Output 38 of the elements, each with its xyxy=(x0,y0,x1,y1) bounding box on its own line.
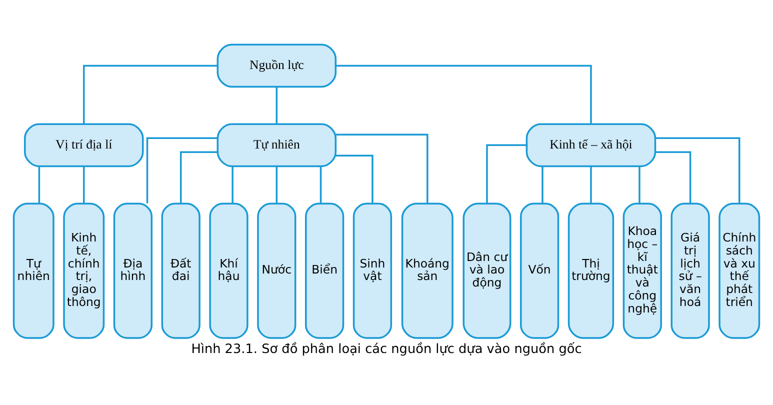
connector xyxy=(486,144,527,204)
node-box: Vốn xyxy=(520,202,560,338)
node-box: Đất đai xyxy=(161,202,200,338)
connector xyxy=(276,86,278,124)
connector xyxy=(232,166,234,203)
node-box: Tự nhiên xyxy=(216,122,337,167)
connector xyxy=(656,136,740,203)
connector xyxy=(590,166,592,203)
node-box: Khoa học – kĩ thuật và công nghệ xyxy=(622,202,662,338)
node-box: Địa hình xyxy=(113,202,153,338)
node-box: Khí hậu xyxy=(209,202,248,338)
connector xyxy=(83,166,85,203)
connector xyxy=(336,154,374,203)
node-box: Nguồn lực xyxy=(216,43,337,88)
connector xyxy=(542,166,544,203)
connector xyxy=(656,150,692,203)
node-box: Thị trường xyxy=(568,202,614,338)
connector xyxy=(336,64,592,124)
node-box: Chính sách và xu thế phát triển xyxy=(718,202,760,338)
node-box: Nước xyxy=(257,202,296,338)
node-box: Kinh tế – xã hội xyxy=(526,122,656,167)
connector xyxy=(38,166,40,203)
node-box: Dân cư và lao động xyxy=(462,202,512,338)
node-box: Khoáng sản xyxy=(401,202,454,338)
connector xyxy=(180,150,218,203)
node-box: Biển xyxy=(305,202,344,338)
node-box: Giá trị lịch sử – văn hoá xyxy=(670,202,710,338)
node-box: Sinh vật xyxy=(352,202,392,338)
connector xyxy=(276,166,278,203)
connector xyxy=(146,136,218,203)
node-box: Kinh tế, chính trị, giao thông xyxy=(63,202,105,338)
node-box: Vị trí địa lí xyxy=(24,122,144,167)
connector xyxy=(638,166,640,203)
node-box: Tự nhiên xyxy=(12,202,54,338)
connector xyxy=(320,166,322,203)
connector xyxy=(336,133,428,203)
caption: Hình 23.1. Sơ đồ phân loại các nguồn lực dựa vào nguồn gốc xyxy=(191,341,582,356)
connector xyxy=(83,64,218,124)
